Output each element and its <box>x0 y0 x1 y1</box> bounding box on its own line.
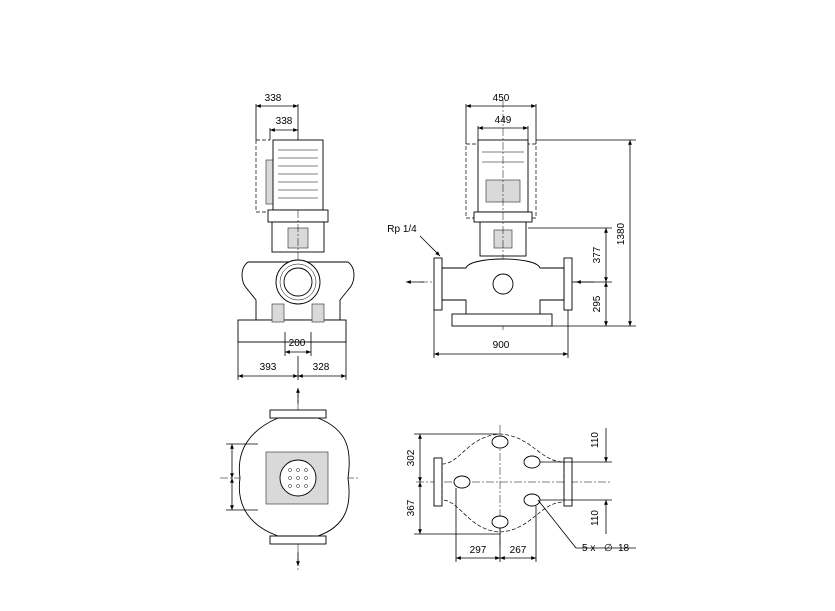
base-dim-302: 302 <box>406 449 417 466</box>
side-dim-377: 377 <box>592 246 603 263</box>
front-dim-338-inner: 338 <box>276 116 293 127</box>
side-dim-295: 295 <box>592 295 603 312</box>
side-outlet-flange <box>563 257 573 311</box>
base-dim-267: 267 <box>510 545 527 556</box>
pump-base <box>237 319 347 343</box>
plan-view-top <box>220 388 360 570</box>
front-view: 338 338 200 393 328 <box>237 93 355 380</box>
base-inlet-flange <box>433 457 443 507</box>
side-port-label: Rp 1/4 <box>387 224 417 235</box>
side-pump-base <box>451 313 553 327</box>
base-outline <box>441 433 565 533</box>
side-dim-449: 449 <box>495 115 512 126</box>
base-dim-297: 297 <box>470 545 487 556</box>
motor-envelope-outline <box>255 140 272 213</box>
front-dim-328: 328 <box>313 362 330 373</box>
side-inlet-flange <box>433 257 443 311</box>
plan-bottom-flange <box>269 535 327 545</box>
side-dim-900: 900 <box>493 340 510 351</box>
base-dim-110-lower: 110 <box>590 510 601 526</box>
base-hole-count: 5 x <box>582 543 595 554</box>
base-hole-diameter-symbol: ∅ <box>604 543 613 554</box>
side-view: Rp 1/4 450 449 377 295 1380 900 <box>387 93 636 358</box>
front-dim-200: 200 <box>289 338 306 349</box>
base-dim-367: 367 <box>406 499 417 516</box>
plan-view-base: 302 367 110 110 297 267 5 x ∅ 18 <box>406 425 636 562</box>
base-outlet-flange <box>563 457 573 507</box>
front-dim-338-outer: 338 <box>265 93 282 104</box>
motor-body <box>272 139 324 211</box>
plan-top-flange <box>269 409 327 419</box>
front-dim-393: 393 <box>260 362 277 373</box>
side-dim-1380: 1380 <box>616 222 627 245</box>
base-hole-size: 18 <box>618 543 630 554</box>
side-dim-450: 450 <box>493 93 510 104</box>
base-dim-110-upper: 110 <box>590 432 601 448</box>
